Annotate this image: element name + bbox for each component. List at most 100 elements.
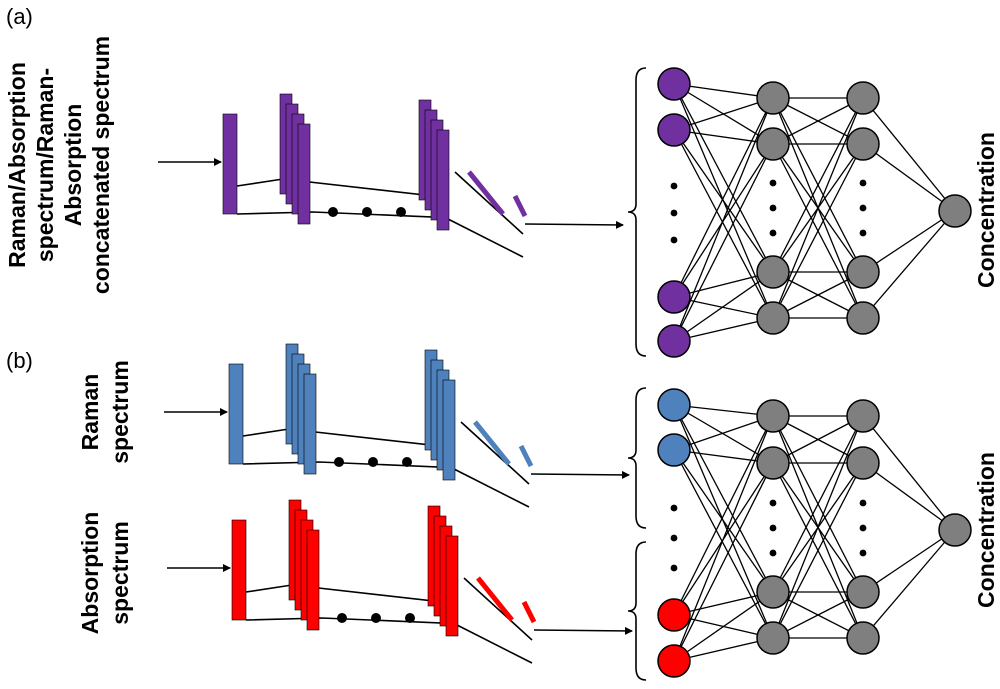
dense-bar [467, 170, 505, 216]
edge [772, 271, 864, 319]
edge [673, 129, 774, 273]
edge [673, 415, 774, 616]
input-node [657, 67, 691, 101]
label-line-2: spectrum/Raman- [32, 68, 58, 262]
absorption-label-line-2: spectrum [107, 521, 133, 625]
edge [673, 637, 774, 662]
edge [673, 449, 774, 593]
edge [862, 210, 956, 319]
output-arrow [533, 626, 633, 635]
input-brace [627, 387, 647, 529]
input-node [657, 388, 691, 422]
panel-a-network [627, 67, 972, 358]
ellipsis-dot [670, 236, 678, 244]
hidden-node [756, 575, 790, 609]
ellipsis-dot [670, 534, 678, 542]
output-node [938, 194, 972, 228]
edge [862, 462, 956, 531]
ellipsis-dot [328, 207, 338, 217]
edge [862, 529, 956, 639]
panel-b-output-label-group: Concentration [973, 452, 999, 608]
dense-bar [473, 420, 511, 466]
ellipsis-dot [859, 179, 867, 187]
hidden-node [846, 127, 880, 161]
input-layer [231, 519, 247, 621]
ellipsis-dot [859, 204, 867, 212]
input-node [657, 433, 691, 467]
ellipsis-dot [670, 209, 678, 217]
ellipsis-dot [859, 524, 867, 532]
edge [772, 415, 864, 464]
dense-bar [512, 194, 528, 218]
panel-b-tag: (b) [6, 348, 33, 373]
ellipsis-dot [769, 204, 777, 212]
conv-layer [297, 123, 311, 225]
edge [772, 415, 864, 639]
ellipsis-dot [402, 457, 412, 467]
cnn-outline-bottom [447, 218, 524, 258]
hidden-node [846, 399, 880, 433]
raman-label-line-2: spectrum [107, 360, 133, 464]
input-layer [222, 113, 238, 215]
ellipsis-dot [334, 457, 344, 467]
edge [673, 415, 774, 662]
panel-b-raman-label: Raman spectrum [77, 360, 133, 464]
absorption-label-line-1: Absorption [77, 512, 103, 635]
label-line-4: concatenated spectrum [88, 36, 114, 294]
input-brace [627, 67, 647, 357]
hidden-node [846, 301, 880, 335]
panel-b-absorption-cnn [167, 499, 633, 664]
input-node [657, 644, 691, 678]
hidden-node [846, 446, 880, 480]
input-layer [228, 363, 244, 465]
conv-layer [303, 373, 317, 475]
input-node [657, 598, 691, 632]
ellipsis-dot [670, 504, 678, 512]
ellipsis-dot [859, 229, 867, 237]
panel-a-tag: (a) [6, 4, 33, 29]
input-brace [627, 541, 647, 681]
hidden-node [756, 127, 790, 161]
edge [673, 404, 774, 593]
dense-bar [518, 444, 534, 468]
panel-a-input-label: Raman/Absorption spectrum/Raman- Absorpt… [4, 36, 114, 294]
edge [673, 462, 774, 662]
hidden-node [846, 81, 880, 115]
panel-b-network [627, 387, 972, 681]
edge [862, 97, 956, 212]
input-node [657, 324, 691, 358]
ellipsis-dot [405, 613, 415, 623]
input-node [657, 113, 691, 147]
ellipsis-dot [769, 179, 777, 187]
conv-layer [306, 529, 320, 631]
ellipsis-dot [859, 549, 867, 557]
dense-bar [476, 576, 514, 622]
panel-b-absorption-label: Absorption spectrum [77, 512, 133, 635]
cnn-outline-top [454, 171, 524, 235]
conv-layer [442, 379, 456, 481]
hidden-node [756, 81, 790, 115]
ellipsis-dot [670, 564, 678, 572]
label-line-1: Raman/Absorption [4, 62, 30, 268]
cnn-outline-top [463, 577, 533, 641]
edge [673, 97, 774, 298]
hidden-node [846, 621, 880, 655]
raman-label-line-1: Raman [77, 374, 103, 451]
output-arrow [530, 470, 630, 479]
ellipsis-dot [396, 207, 406, 217]
output-node [938, 513, 972, 547]
ellipsis-dot [368, 457, 378, 467]
edge [772, 97, 864, 273]
label-line-3: Absorption [60, 104, 86, 227]
edge [862, 415, 956, 531]
ellipsis-dot [769, 229, 777, 237]
hidden-node [846, 255, 880, 289]
ellipsis-dot [371, 613, 381, 623]
edge [772, 143, 864, 319]
cnn-outline-bottom [453, 468, 530, 508]
hidden-node [756, 301, 790, 335]
ellipsis-dot [859, 499, 867, 507]
edge [862, 529, 956, 593]
edge [772, 415, 864, 593]
